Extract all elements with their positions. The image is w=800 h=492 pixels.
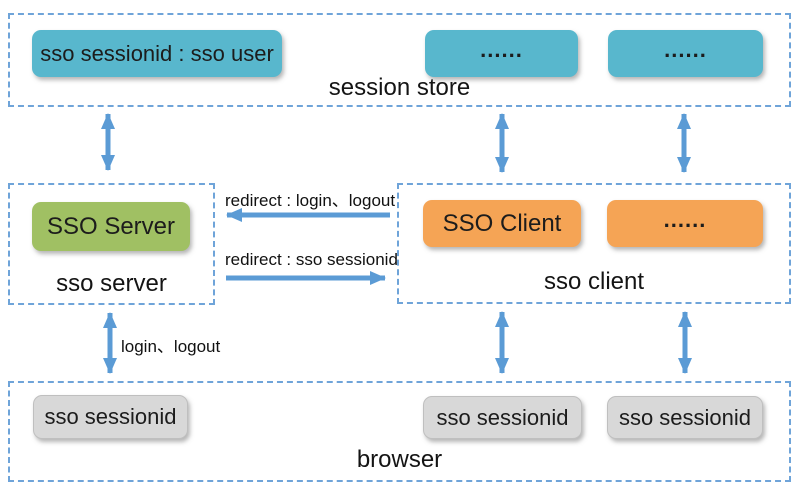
node-session-entry-text: sso sessionid : sso user (40, 40, 274, 66)
browser-label: browser (356, 446, 443, 473)
node-cookie-2-text: sso sessionid (436, 404, 569, 430)
node-session-entry: sso sessionid : sso user (32, 30, 282, 77)
edge-label-login-logout: login、logout (121, 337, 221, 356)
node-sso-server-text: SSO Server (46, 212, 176, 240)
node-cookie-1: sso sessionid (33, 395, 188, 439)
sso-server-label: sso server (56, 270, 167, 297)
node-cookie-3-text: sso sessionid (618, 404, 752, 430)
node-session-more-2-text: ...... (664, 36, 707, 62)
container-session-store: session store (8, 13, 791, 107)
node-sso-server: SSO Server (32, 202, 190, 251)
edge-label-redirect-login-logout: redirect : login、logout (225, 191, 396, 210)
node-cookie-1-text: sso sessionid (44, 404, 177, 429)
container-sso-server: sso server (8, 183, 215, 305)
sso-client-label: sso client (543, 268, 645, 295)
node-sso-client-more-text: ...... (663, 206, 707, 232)
container-browser: browser (8, 381, 791, 482)
node-cookie-3: sso sessionid (607, 396, 763, 439)
node-sso-client-text: SSO Client (442, 209, 562, 237)
node-session-more-1: ...... (425, 30, 578, 77)
node-session-more-2: ...... (608, 30, 763, 77)
node-sso-client: SSO Client (423, 200, 581, 247)
edge-label-redirect-sso-sessionid: redirect : sso sessionid (225, 250, 398, 269)
session-store-label: session store (328, 74, 471, 101)
node-sso-client-more: ...... (607, 200, 763, 247)
node-cookie-2: sso sessionid (423, 396, 582, 439)
container-sso-client: sso client (397, 183, 791, 304)
node-session-more-1-text: ...... (480, 36, 523, 62)
